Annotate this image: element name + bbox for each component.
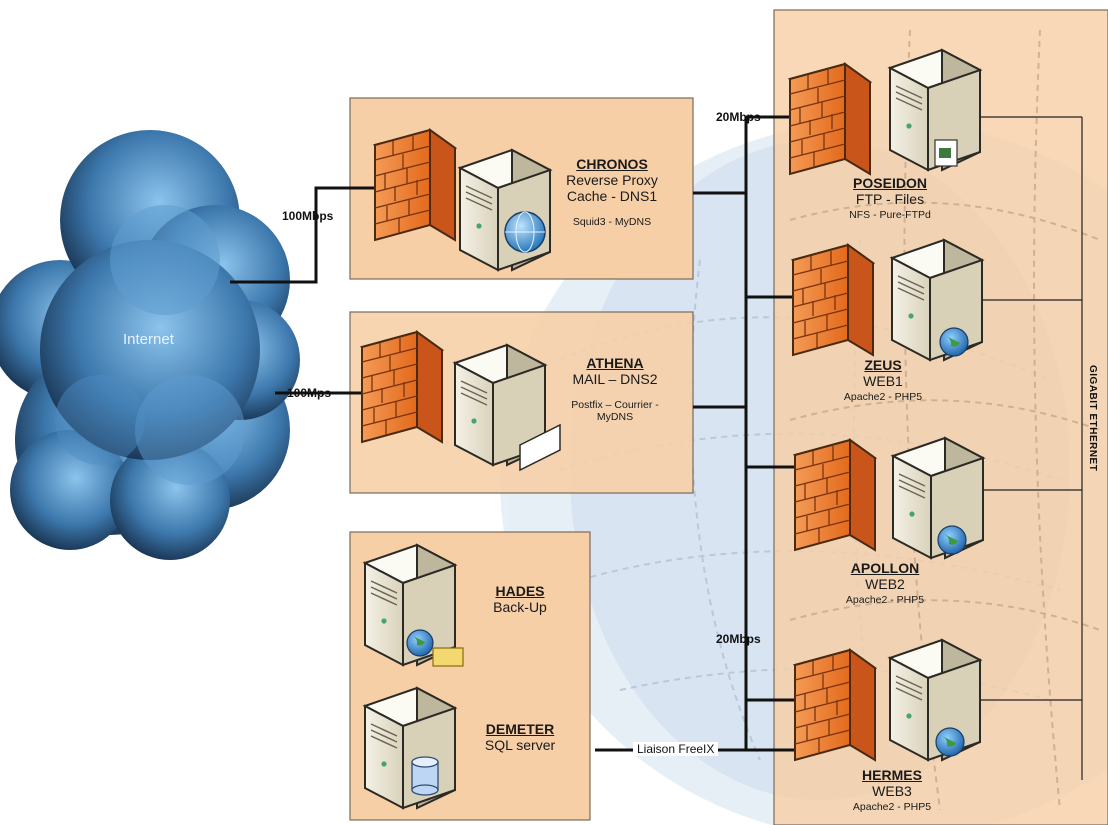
poseidon-software: NFS - Pure-FTPd <box>849 209 931 222</box>
chronos-uplink-line <box>230 186 380 284</box>
hermes-label: HERMES WEB3 Apache2 - PHP5 <box>827 767 957 813</box>
internet-cloud <box>0 130 300 560</box>
athena-firewall-icon <box>361 331 443 443</box>
poseidon-speed-label: 20Mbps <box>716 110 761 124</box>
poseidon-firewall-icon <box>789 63 871 175</box>
poseidon-name: POSEIDON <box>853 175 927 191</box>
hades-name: HADES <box>495 583 545 599</box>
zeus-name: ZEUS <box>864 357 902 373</box>
apollon-software: Apache2 - PHP5 <box>845 594 925 607</box>
zeus-firewall-icon <box>792 244 874 356</box>
hermes-role: WEB3 <box>872 783 912 800</box>
poseidon-role: FTP - Files <box>855 191 925 208</box>
apollon-role: WEB2 <box>865 576 905 593</box>
demeter-role: SQL server <box>484 737 556 754</box>
demeter-label: DEMETER SQL server <box>470 721 570 753</box>
apollon-firewall-icon <box>794 439 876 551</box>
hermes-software: Apache2 - PHP5 <box>852 801 932 814</box>
chronos-firewall-icon <box>374 129 456 241</box>
chronos-name: CHRONOS <box>576 156 648 172</box>
zeus-label: ZEUS WEB1 Apache2 - PHP5 <box>818 357 948 403</box>
backup-folder-icon <box>432 647 464 667</box>
hades-label: HADES Back-Up <box>470 583 570 615</box>
hermes-name: HERMES <box>862 767 922 783</box>
hermes-firewall-icon <box>794 649 876 761</box>
mail-envelope-icon <box>519 423 561 472</box>
chronos-label: CHRONOS Reverse Proxy Cache - DNS1 Squid… <box>552 156 672 228</box>
apollon-label: APOLLON WEB2 Apache2 - PHP5 <box>820 560 950 606</box>
athena-role: MAIL – DNS2 <box>572 371 658 388</box>
hades-role: Back-Up <box>493 599 547 616</box>
chronos-software: Squid3 - MyDNS <box>572 216 652 229</box>
hermes-speed-label: 20Mbps <box>716 632 761 646</box>
demeter-name: DEMETER <box>485 721 555 737</box>
athena-software-2: MyDNS <box>596 411 634 424</box>
hermes-server-icon <box>889 639 981 761</box>
chronos-role-2: Cache - DNS1 <box>566 188 658 205</box>
athena-name: ATHENA <box>586 355 644 371</box>
athena-label: ATHENA MAIL – DNS2 Postfix – Courrier - … <box>555 355 675 423</box>
internet-label: Internet <box>123 331 174 348</box>
chronos-server-icon <box>459 149 551 271</box>
freelix-link-label: Liaison FreeIX <box>633 742 719 756</box>
athena-software-1: Postfix – Courrier - <box>571 399 659 412</box>
zeus-role: WEB1 <box>863 373 903 390</box>
database-icon <box>411 756 439 796</box>
apollon-name: APOLLON <box>850 560 920 576</box>
gigabit-ethernet-label: GIGABIT ETHERNET <box>1087 365 1098 472</box>
chronos-speed-label: 100Mbps <box>282 209 334 223</box>
poseidon-label: POSEIDON FTP - Files NFS - Pure-FTPd <box>825 175 955 221</box>
zeus-software: Apache2 - PHP5 <box>843 391 923 404</box>
file-share-icon <box>934 139 958 167</box>
chronos-role-1: Reverse Proxy <box>566 172 658 189</box>
athena-speed-label: 100Mps <box>287 386 332 400</box>
demeter-server-icon <box>364 687 456 809</box>
